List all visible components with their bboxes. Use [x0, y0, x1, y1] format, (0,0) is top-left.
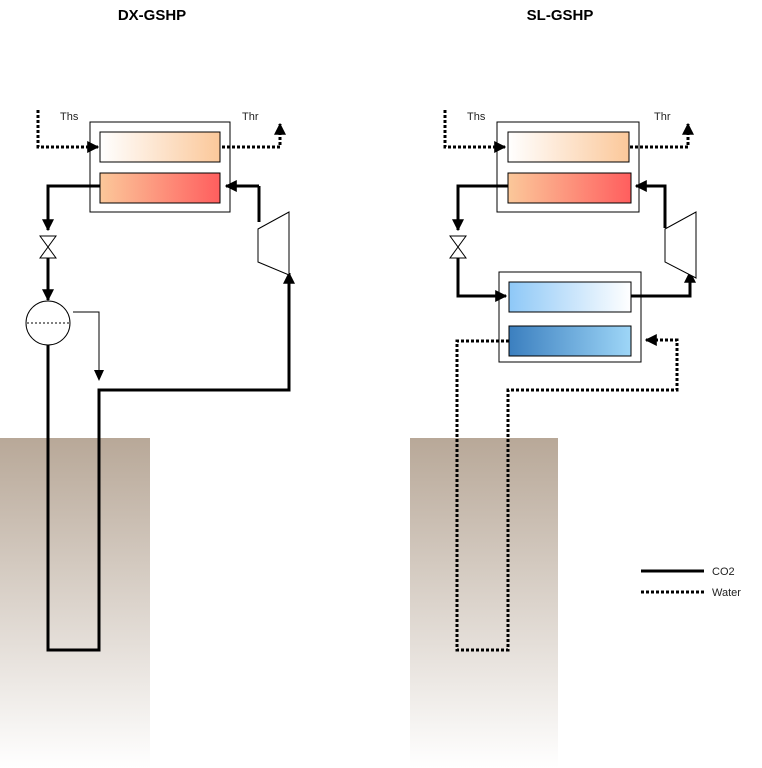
dx-condenser-water-channel — [99, 131, 221, 163]
dx-expansion-valve-icon — [39, 235, 57, 259]
sl-label-ths: Ths — [467, 111, 486, 123]
legend-water-label: Water — [712, 587, 741, 599]
dx-co2-ground-loop — [46, 271, 295, 652]
dx-separator-line — [73, 311, 100, 378]
dx-water-inlet-line — [36, 110, 100, 153]
sl-label-thr: Thr — [654, 111, 671, 123]
legend: CO2 Water — [641, 566, 741, 599]
dx-condenser-co2-channel — [99, 172, 221, 204]
sl-gshp-system: Ths Thr — [443, 110, 697, 652]
title-dx-gshp: DX-GSHP — [118, 7, 186, 24]
dx-gshp-system: Ths Thr — [25, 110, 295, 652]
ground-right — [410, 438, 558, 768]
dx-separator-arrow — [94, 370, 104, 381]
sl-co2-valve-to-evaporator — [456, 258, 508, 302]
sl-evaporator-water-channel — [508, 325, 632, 357]
dx-water-outlet-line — [222, 122, 286, 149]
dx-co2-condenser-to-valve — [42, 184, 100, 232]
sl-water-inlet-line — [443, 110, 507, 153]
ground-left — [0, 438, 150, 768]
sl-compressor-icon — [664, 211, 697, 279]
dx-compressor-icon — [257, 211, 290, 276]
title-sl-gshp: SL-GSHP — [527, 7, 594, 24]
sl-water-outlet-line — [630, 122, 694, 149]
dx-label-thr: Thr — [242, 111, 259, 123]
sl-co2-condenser-to-valve — [452, 184, 508, 232]
sl-expansion-valve-icon — [449, 235, 467, 259]
sl-condenser-water-channel — [507, 131, 630, 163]
sl-water-ground-loop — [455, 334, 679, 652]
sl-evaporator-co2-channel — [508, 281, 632, 313]
sl-co2-evaporator-to-compressor — [631, 270, 696, 298]
sl-condenser-co2-channel — [507, 172, 632, 204]
dx-label-ths: Ths — [60, 111, 79, 123]
sl-co2-compressor-to-condenser — [634, 180, 667, 228]
legend-co2-label: CO2 — [712, 566, 735, 578]
